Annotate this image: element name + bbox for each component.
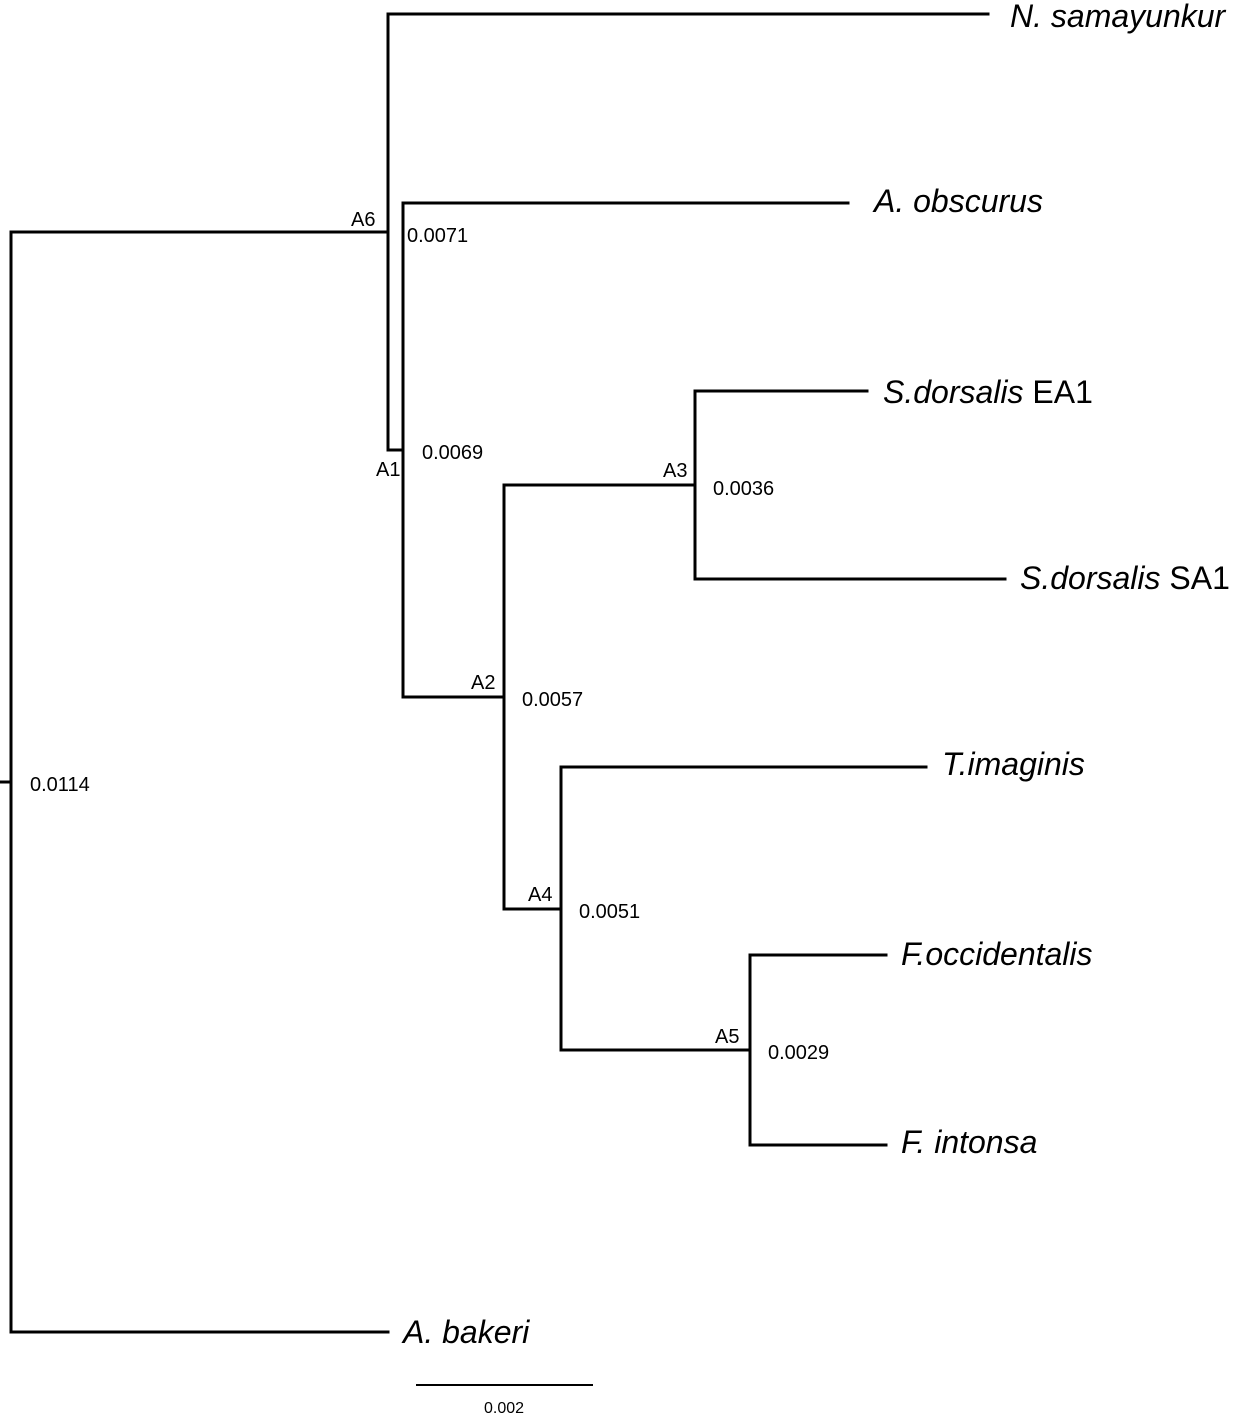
- taxon-label-s-dorsalis-ea1: S.dorsalis EA1: [883, 374, 1093, 410]
- taxon-label-f-intonsa: F. intonsa: [901, 1124, 1037, 1160]
- node-value-a5: 0.0029: [768, 1042, 829, 1064]
- node-label-a4: A4: [528, 884, 552, 906]
- node-value-a6: 0.0071: [407, 225, 468, 247]
- taxon-label-a-obscurus: A. obscurus: [872, 183, 1043, 219]
- node-value-a4: 0.0051: [579, 901, 640, 923]
- node-label-a5: A5: [715, 1026, 739, 1048]
- node-value-a1: 0.0069: [422, 442, 483, 464]
- node-label-a2: A2: [471, 672, 495, 694]
- node-label-a3: A3: [663, 460, 687, 482]
- node-value-root: 0.0114: [30, 774, 90, 796]
- node-label-a6: A6: [351, 209, 375, 231]
- scale-bar-label: 0.002: [484, 1400, 524, 1416]
- taxon-label-n-samayunkur: N. samayunkur: [1010, 0, 1227, 34]
- node-value-a2: 0.0057: [522, 689, 583, 711]
- node-value-a3: 0.0036: [713, 478, 774, 500]
- taxon-label-s-dorsalis-sa1: S.dorsalis SA1: [1020, 560, 1230, 596]
- taxon-label-a-bakeri: A. bakeri: [401, 1314, 530, 1350]
- taxon-label-f-occidentalis: F.occidentalis: [901, 936, 1093, 972]
- node-label-a1: A1: [376, 459, 400, 481]
- taxon-label-t-imaginis: T.imaginis: [942, 746, 1085, 782]
